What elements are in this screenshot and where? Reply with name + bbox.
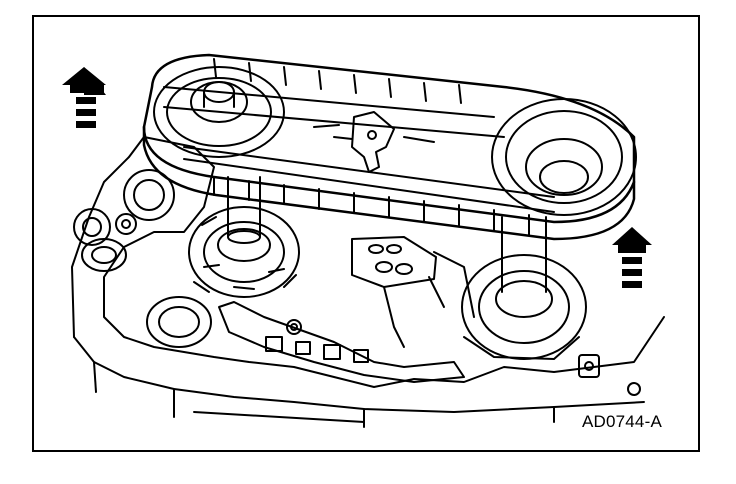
bolt-holes: [73, 169, 641, 396]
driven-sprocket: [491, 98, 637, 216]
lift-arrow-right-icon: [612, 227, 652, 288]
bracket-plate: [351, 236, 445, 348]
transfer-case-chain-illustration: [62, 53, 665, 428]
figure-frame: AD0744-A: [32, 15, 700, 452]
input-shaft-bearing: [188, 176, 300, 298]
left-bore: [146, 296, 212, 348]
center-linkage: [313, 111, 435, 173]
figure-id-label: AD0744-A: [581, 412, 662, 431]
lift-arrow-left-icon: [62, 67, 106, 128]
case-housing: [71, 136, 665, 428]
output-shaft-bearing: [433, 216, 587, 360]
drive-sprocket: [153, 66, 285, 158]
lower-casting: [218, 301, 465, 383]
